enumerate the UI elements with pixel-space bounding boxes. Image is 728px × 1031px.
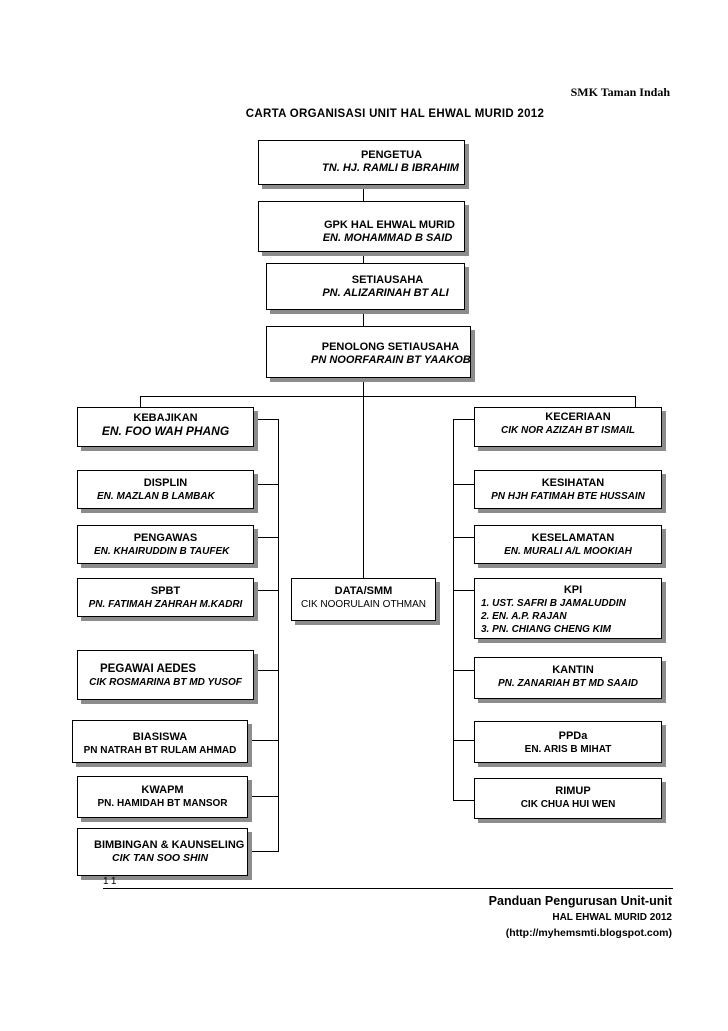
role-label: KPI [563, 584, 583, 596]
person-name: TN. HJ. RAMLI B IBRAHIM [322, 162, 459, 174]
chart-title: CARTA ORGANISASI UNIT HAL EHWAL MURID 20… [245, 108, 545, 120]
person-name: EN. FOO WAH PHANG [101, 424, 230, 438]
role-label: KESELAMATAN [531, 532, 615, 544]
footer-url: (http://myhemsmti.blogspot.com) [505, 927, 672, 939]
displin-box: DISPLIN EN. MAZLAN B LAMBAK [77, 470, 254, 509]
person-name: EN. MAZLAN B LAMBAK [97, 491, 215, 502]
person-name: CIK ROSMARINA BT MD YUSOF [89, 677, 242, 688]
footer-subtitle: HAL EHWAL MURID 2012 [552, 912, 672, 923]
role-label: KEBAJIKAN [133, 412, 198, 424]
role-label: KESIHATAN [541, 477, 605, 489]
person-name: PN. ZANARIAH BT MD SAAID [498, 678, 638, 689]
person-name: PN NOORFARAIN BT YAAKOB [311, 354, 471, 366]
setiausaha-box: SETIAUSAHA PN. ALIZARINAH BT ALI [266, 263, 465, 310]
role-label: SETIAUSAHA [351, 274, 424, 286]
page-number: 11 [103, 876, 120, 887]
data-smm-box: DATA/SMM CIK NOORULAIN OTHMAN [291, 578, 436, 621]
role-label: KWAPM [141, 784, 184, 796]
person-name: 2. EN. A.P. RAJAN [481, 611, 567, 622]
person-name: CIK TAN SOO SHIN [112, 852, 209, 864]
school-name: SMK Taman Indah [570, 85, 670, 99]
person-name: CIK NOORULAIN OTHMAN [300, 599, 426, 610]
role-label: SPBT [150, 585, 181, 597]
person-name: PN. ALIZARINAH BT ALI [322, 287, 449, 299]
kantin-box: KANTIN PN. ZANARIAH BT MD SAAID [474, 657, 662, 699]
person-name: CIK NOR AZIZAH BT ISMAIL [500, 425, 636, 436]
penolong-setiausaha-box: PENOLONG SETIAUSAHA PN NOORFARAIN BT YAA… [266, 326, 471, 378]
person-name: PN HJH FATIMAH BTE HUSSAIN [491, 491, 645, 502]
person-name: 1. UST. SAFRI B JAMALUDDIN [481, 598, 626, 609]
kpi-box: KPI 1. UST. SAFRI B JAMALUDDIN 2. EN. A.… [474, 578, 662, 639]
spbt-box: SPBT PN. FATIMAH ZAHRAH M.KADRI [77, 578, 254, 617]
pengawas-box: PENGAWAS EN. KHAIRUDDIN B TAUFEK [77, 525, 254, 564]
bimbingan-kaunseling-box: BIMBINGAN & KAUNSELING CIK TAN SOO SHIN [77, 828, 248, 876]
role-label: DATA/SMM [334, 585, 393, 597]
kebajikan-box: KEBAJIKAN EN. FOO WAH PHANG [77, 407, 254, 447]
role-label: DISPLIN [143, 477, 188, 489]
pengetua-box: PENGETUA TN. HJ. RAMLI B IBRAHIM [258, 140, 465, 185]
person-name: EN. KHAIRUDDIN B TAUFEK [94, 546, 230, 557]
role-label: KECERIAAN [545, 411, 611, 423]
role-label: KANTIN [552, 664, 594, 676]
person-name: PN. HAMIDAH BT MANSOR [97, 798, 228, 809]
role-label: PPDa [558, 730, 588, 742]
role-label: PENGAWAS [133, 532, 198, 544]
kesihatan-box: KESIHATAN PN HJH FATIMAH BTE HUSSAIN [474, 470, 662, 509]
person-name: EN. MURALI A/L MOOKIAH [504, 546, 632, 557]
footer-title: Panduan Pengurusan Unit-unit [488, 894, 672, 908]
role-label: PENGETUA [360, 149, 423, 161]
ppda-box: PPDa EN. ARIS B MIHAT [474, 721, 662, 763]
person-name: EN. MOHAMMAD B SAID [322, 232, 453, 244]
footer-divider [103, 888, 673, 889]
biasiswa-box: BIASISWA PN NATRAH BT RULAM AHMAD [72, 720, 248, 763]
gpk-box: GPK HAL EHWAL MURID EN. MOHAMMAD B SAID [258, 201, 465, 252]
role-label: PEGAWAI AEDES [100, 663, 197, 675]
rimup-box: RIMUP CIK CHUA HUI WEN [474, 778, 662, 819]
person-name: EN. ARIS B MIHAT [524, 744, 612, 755]
role-label: PENOLONG SETIAUSAHA [321, 341, 460, 353]
keceriaan-box: KECERIAAN CIK NOR AZIZAH BT ISMAIL [474, 407, 662, 447]
pegawai-aedes-box: PEGAWAI AEDES CIK ROSMARINA BT MD YUSOF [77, 650, 254, 700]
role-label: GPK HAL EHWAL MURID [324, 219, 455, 231]
keselamatan-box: KESELAMATAN EN. MURALI A/L MOOKIAH [474, 525, 662, 564]
person-name: 3. PN. CHIANG CHENG KIM [481, 624, 612, 635]
role-label: BIASISWA [132, 731, 188, 743]
kwapm-box: KWAPM PN. HAMIDAH BT MANSOR [77, 776, 248, 818]
person-name: CIK CHUA HUI WEN [520, 799, 616, 810]
person-name: PN. FATIMAH ZAHRAH M.KADRI [88, 599, 243, 610]
person-name: PN NATRAH BT RULAM AHMAD [83, 745, 237, 756]
role-label: RIMUP [555, 785, 591, 797]
role-label: BIMBINGAN & KAUNSELING [94, 839, 245, 851]
